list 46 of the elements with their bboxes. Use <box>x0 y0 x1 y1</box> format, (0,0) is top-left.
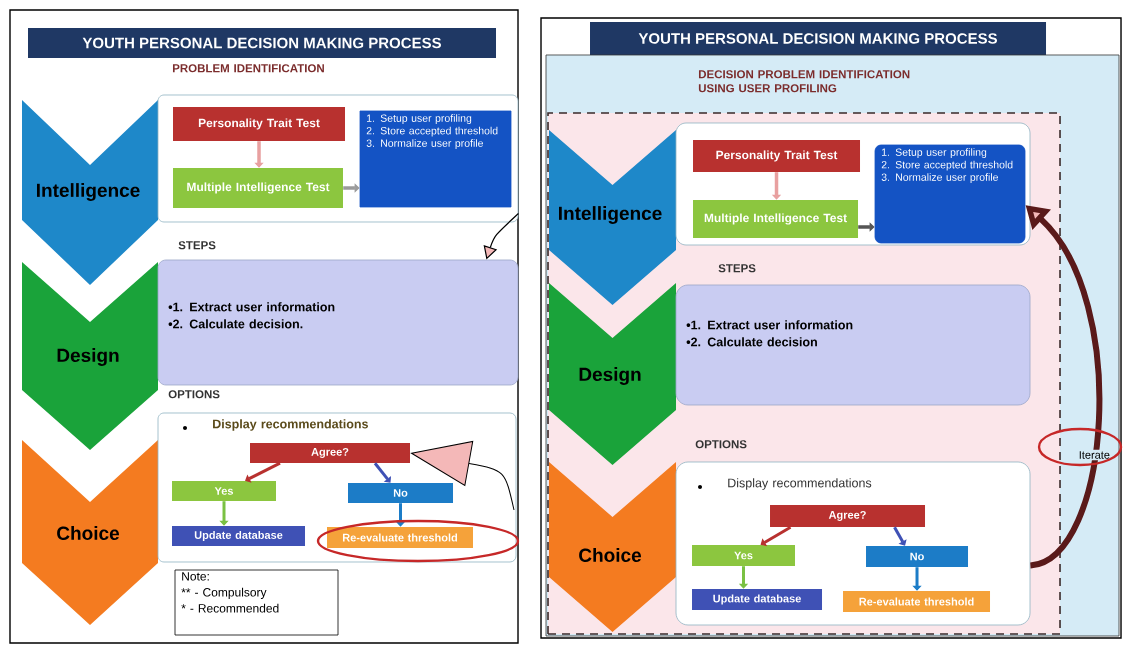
section-heading: PROBLEM IDENTIFICATION <box>172 64 324 73</box>
section-heading: OPTIONS <box>168 390 220 399</box>
chevron-step: Design <box>22 262 158 450</box>
question-box: Agree? <box>770 505 925 527</box>
answer-box: Yes <box>172 481 276 501</box>
section-heading: STEPS <box>178 241 216 250</box>
test-box: Multiple Intelligence Test <box>693 200 858 238</box>
chevron-step: Choice <box>549 462 676 632</box>
test-box: Personality Trait Test <box>173 107 345 141</box>
answer-box: Yes <box>692 545 795 566</box>
chevron-step: Intelligence <box>549 130 676 305</box>
list-box <box>874 144 1026 244</box>
bullet-text: Display recommendations <box>728 478 872 490</box>
title-banner: YOUTH PERSONAL DECISION MAKING PROCESS <box>28 28 496 58</box>
test-box: Multiple Intelligence Test <box>173 168 343 208</box>
list-box <box>359 110 512 208</box>
bullet-text: Display recommendations <box>213 419 368 431</box>
question-box: Agree? <box>250 443 410 463</box>
section-heading: DECISION PROBLEM IDENTIFICATION USING USER PROFILING <box>698 70 910 93</box>
arrow <box>893 526 907 546</box>
bullet-list: •1. Extract user information •2. Calculate decision. <box>168 302 335 329</box>
action-box: Re-evaluate threshold <box>327 527 473 548</box>
edge-label: Iterate <box>1077 449 1112 461</box>
test-box: Personality Trait Test <box>693 140 860 172</box>
action-box: Update database <box>172 526 305 546</box>
action-box: Update database <box>692 589 822 610</box>
chevron-step: Design <box>549 283 676 465</box>
title-banner: YOUTH PERSONAL DECISION MAKING PROCESS <box>590 22 1046 55</box>
steps-box <box>157 241 519 386</box>
answer-box: No <box>866 546 968 567</box>
numbered-list: 1. Setup user profiling 2. Store accepted threshold 3. Normalize user profile <box>366 114 498 149</box>
steps-box <box>675 264 1031 406</box>
chevron-step: Choice <box>22 440 158 625</box>
arrow <box>245 461 281 483</box>
bullet-list: •1. Extract user information •2. Calculate decision <box>686 320 853 347</box>
note-text: Note: ** - Compulsory * - Recommended <box>181 572 279 613</box>
action-box: Re-evaluate threshold <box>843 591 990 612</box>
numbered-list: 1. Setup user profiling 2. Store accepted threshold 3. Normalize user profile <box>881 148 1013 183</box>
arrow <box>760 525 792 547</box>
answer-box: No <box>348 483 453 503</box>
section-heading: STEPS <box>718 264 756 273</box>
note-box <box>174 569 339 636</box>
curved-arrow <box>411 440 515 511</box>
chevron-step: Intelligence <box>22 100 158 285</box>
section-heading: OPTIONS <box>695 440 747 449</box>
arrow <box>373 462 392 483</box>
